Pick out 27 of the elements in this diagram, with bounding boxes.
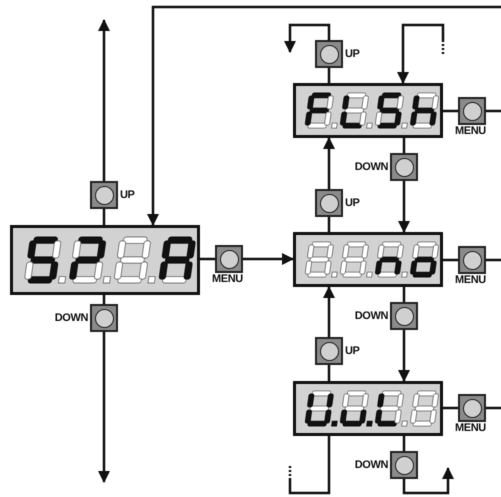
button-label: MENU — [455, 274, 486, 286]
arrow — [402, 467, 454, 494]
arrow — [398, 330, 410, 382]
arrow — [398, 181, 410, 233]
arrow — [284, 24, 330, 53]
led-display — [293, 83, 443, 138]
button-label: MENU — [212, 273, 243, 285]
button-label: DOWN — [354, 310, 388, 322]
button-label: MENU — [455, 125, 486, 137]
button-label: DOWN — [354, 459, 388, 471]
arrow — [147, 6, 501, 226]
button-label: UP — [120, 189, 134, 201]
led-display — [293, 232, 443, 287]
led-display — [293, 381, 443, 436]
arrow — [397, 24, 444, 84]
arrow — [243, 253, 294, 265]
led-display — [10, 225, 200, 295]
arrow — [98, 19, 110, 181]
button-label: UP — [345, 345, 360, 357]
button-label: MENU — [455, 422, 486, 434]
button-label: DOWN — [354, 161, 388, 173]
button-label: UP — [345, 48, 360, 60]
arrow — [323, 137, 335, 189]
button-label: UP — [345, 197, 360, 209]
arrow — [323, 286, 335, 337]
arrow — [98, 332, 110, 483]
button-label: DOWN — [54, 312, 88, 324]
